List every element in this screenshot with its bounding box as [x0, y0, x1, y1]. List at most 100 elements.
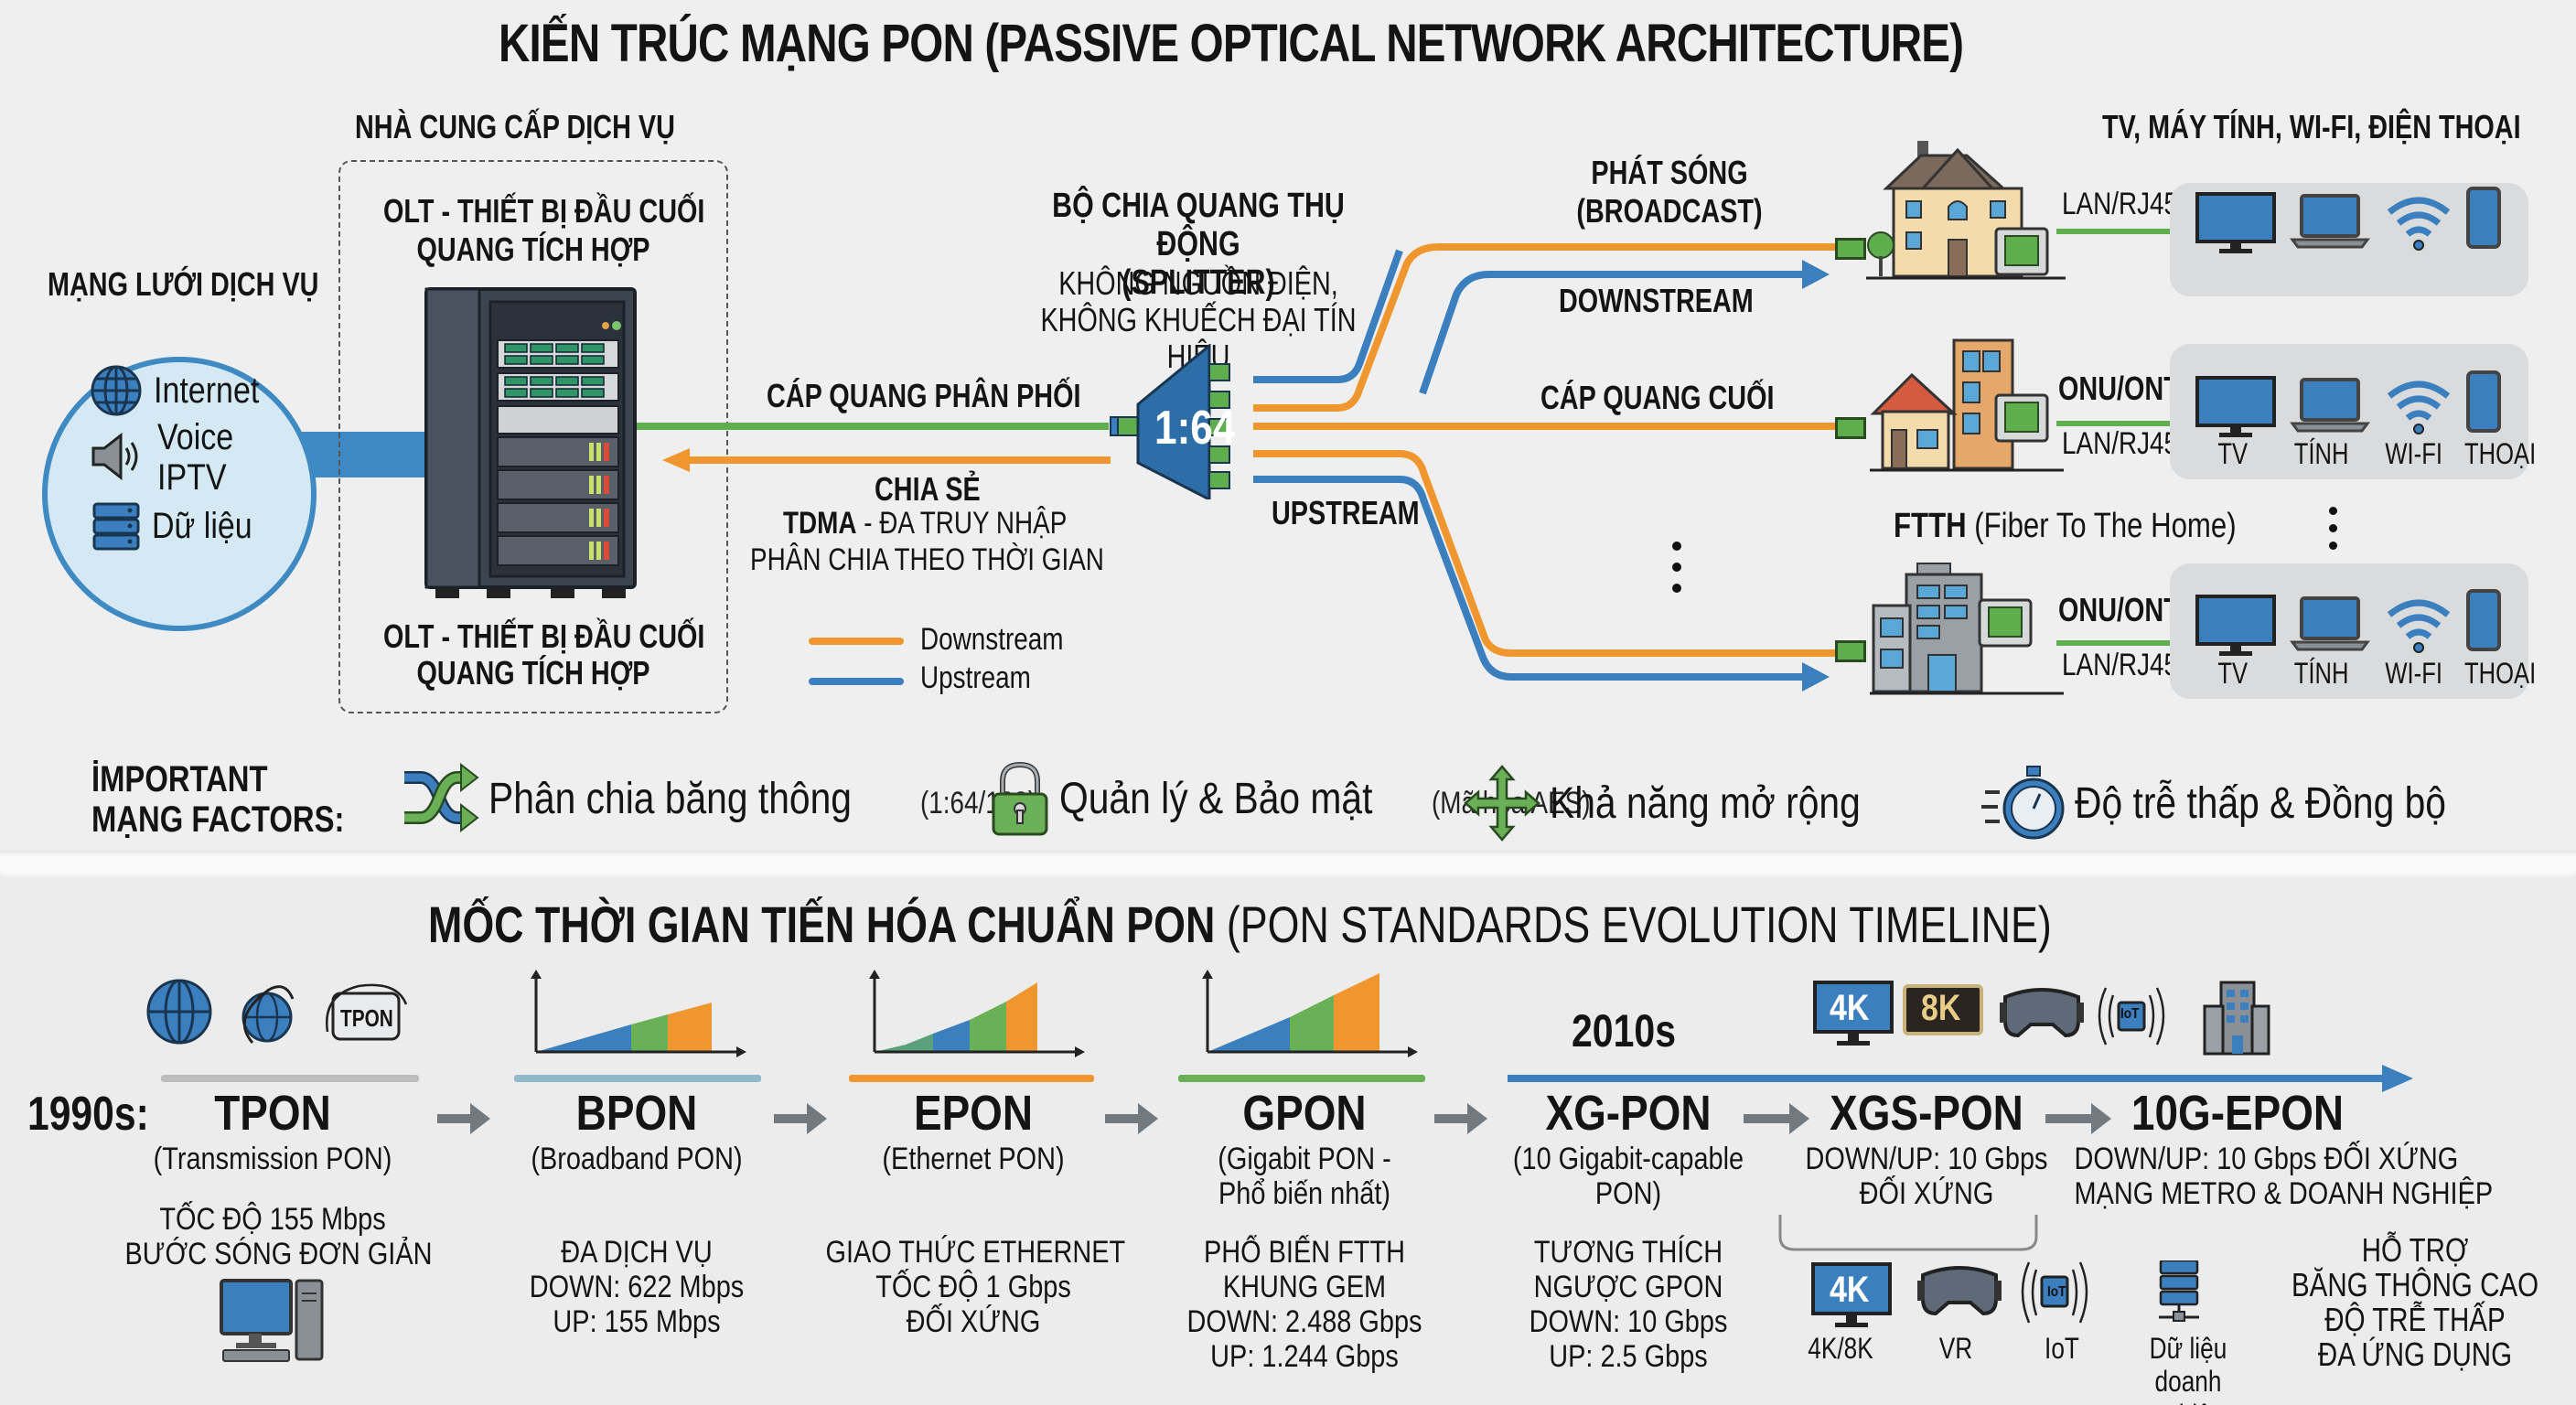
drop-cable-label: CÁP QUANG CUỐI [1540, 379, 1775, 416]
olt-title-line: QUANG TÍCH HỢP [416, 231, 650, 268]
tdma-desc-line2: PHÂN CHIA THEO THỜI GIAN [750, 542, 1104, 577]
device-labels: TV TÍNH WI-FI THOẠI [2192, 657, 2536, 691]
service-label: Voice [157, 417, 234, 457]
standard-desc: NGƯỢC GPON [1533, 1270, 1723, 1304]
distribution-fibers [1253, 243, 1841, 692]
timeline-title-english: (PON STANDARDS EVOLUTION TIMELINE) [1215, 896, 2052, 953]
growth-chart-epon [869, 970, 1085, 1057]
house-icon [1866, 141, 2066, 280]
phone-icon [2466, 187, 2501, 249]
standard-desc: DOWN: 10 Gbps [1529, 1304, 1728, 1339]
standard-subtitle: (Gigabit PON - [1218, 1142, 1391, 1176]
standard-subtitle: Phổ biến nhất) [1218, 1176, 1390, 1211]
tdma-desc: - ĐA TRUY NHẬP [856, 506, 1068, 541]
more-ellipsis [1672, 542, 1681, 596]
standard-subtitle: MẠNG METRO & DOANH NGHIỆP [2074, 1176, 2494, 1211]
server-icon [2159, 1260, 2199, 1322]
townhouse-icon [1870, 338, 2064, 472]
olt-title-line: QUANG TÍCH HỢP [416, 654, 650, 692]
tv-icon [2195, 595, 2276, 658]
badge-4k: 4K [1830, 988, 1870, 1028]
standard-desc: GIAO THỨC ETHERNET [825, 1235, 1126, 1270]
standard-subtitle: DOWN/UP: 10 Gbps ĐỐI XỨNG [2074, 1142, 2459, 1176]
application-icons-bottom [1811, 1260, 2199, 1327]
upstream-label: UPSTREAM [1272, 494, 1420, 531]
standard-subtitle: (Ethernet PON) [882, 1142, 1065, 1176]
downstream-label: DOWNSTREAM [1559, 282, 1754, 319]
standard-subtitle: ĐỐI XỨNG [1859, 1176, 1994, 1211]
era-2010s: 2010s [1572, 1005, 1677, 1056]
wifi-icon [2389, 200, 2448, 250]
lan-label: LAN/RJ45 [2062, 648, 2179, 682]
desktop-computer-icon [220, 1279, 324, 1362]
factor-latency: Độ trễ thấp & Đồng bộ [1980, 765, 2512, 842]
tv-icon [2195, 376, 2276, 439]
stopwatch-icon [1981, 766, 2065, 840]
standard-subtitle: DOWN/UP: 10 Gbps [1805, 1142, 2048, 1176]
support-text: HỖ TRỢ BĂNG THÔNG CAO ĐỘ TRỄ THẤP ĐA ỨNG… [2288, 1233, 2543, 1372]
era-bar-bpon [514, 1075, 761, 1082]
badge-4k: 4K [1830, 1270, 1870, 1310]
architecture-title: KIẾN TRÚC MẠNG PON (PASSIVE OPTICAL NETW… [499, 14, 1964, 73]
service-label: Internet [154, 370, 260, 411]
standard-desc: DOWN: 2.488 Gbps [1186, 1304, 1422, 1339]
standard-desc: TỐC ĐỘ 155 Mbps [159, 1202, 386, 1237]
era-bar-epon [849, 1075, 1094, 1082]
standard-desc: UP: 1.244 Gbps [1210, 1339, 1399, 1374]
support-line: ĐỘ TRỄ THẤP [2324, 1301, 2506, 1338]
broadcast-line: PHÁT SÓNG [1591, 154, 1748, 191]
iot-icon [2098, 987, 2165, 1046]
legend-label-upstream: Upstream [920, 660, 1031, 695]
support-line: ĐA ỨNG DỤNG [2317, 1335, 2513, 1373]
services-label: MẠNG LƯỚI DỊCH VỤ [48, 265, 319, 303]
section-divider [0, 851, 2576, 878]
8k-badge-icon [1903, 984, 1983, 1035]
upstream-return-arrow [662, 448, 1111, 472]
standard-name: BPON [575, 1086, 698, 1141]
standard-desc: UP: 155 Mbps [553, 1304, 721, 1339]
arrow-right-icon [437, 1103, 490, 1134]
legend-swatch-downstream [809, 638, 904, 645]
office-building-icon [1870, 563, 2064, 695]
phone-icon [2466, 589, 2501, 651]
4k-tv-icon [1811, 1262, 1892, 1327]
device-label: TÍNH [2294, 657, 2349, 690]
tpon-badge: TPON [340, 1004, 393, 1032]
laptop-icon [2291, 194, 2369, 249]
globe-icon [91, 365, 142, 416]
standard-subtitle: (Broadband PON) [531, 1142, 743, 1176]
badge-iot: IoT [2047, 1284, 2066, 1300]
service-data: Dữ liệu [91, 501, 270, 551]
application-label: Dữ liệu [2149, 1332, 2227, 1365]
wifi-icon [2389, 384, 2448, 434]
olt-title-line: OLT - THIẾT BỊ ĐẦU CUỐI [383, 192, 705, 230]
devices-header: TV, MÁY TÍNH, WI-FI, ĐIỆN THOẠI [2102, 108, 2521, 145]
shuffle-icon [404, 762, 479, 833]
standard-subtitle: PON) [1594, 1176, 1662, 1211]
standard-bpon: BPON (Broadband PON) ĐA DỊCH VỤ DOWN: 62… [463, 1085, 810, 1339]
splitter-title: BỘ CHIA QUANG THỤ ĐỘNG (SPLITTER) [1015, 187, 1381, 302]
device-label: TV [2217, 657, 2249, 690]
tpon-device-icon [325, 983, 408, 1041]
era-bar-gpon [1178, 1075, 1425, 1082]
database-icon [92, 502, 140, 551]
factor-scalability: Khả năng mở rộng [1464, 765, 1916, 842]
lan-link [2056, 421, 2174, 426]
service-voice-iptv: Voice IPTV [157, 417, 247, 498]
standard-name: TPON [214, 1086, 331, 1141]
fiber-upstream-top-a [1253, 249, 1403, 383]
tdma-acronym: TDMA [783, 506, 857, 541]
more-ellipsis [2329, 507, 2338, 552]
fiber-downstream-house1 [1253, 243, 1841, 412]
globe-icon [146, 979, 212, 1045]
factor-label: Phân chia băng thông [488, 774, 853, 823]
services-cloud [42, 357, 317, 631]
splitter-device [1110, 344, 1230, 499]
laptop-icon [2291, 378, 2369, 433]
timeline-title-main: MỐC THỜI GIAN TIẾN HÓA CHUẨN PON [428, 896, 1216, 953]
splitter-title-line: BỘ CHIA QUANG THỤ ĐỘNG [1052, 187, 1345, 263]
vr-headset-icon [1917, 1266, 2002, 1316]
standard-10g-epon: 10G-EPON DOWN/UP: 10 Gbps ĐỐI XỨNG MẠNG … [2045, 1085, 2494, 1211]
service-label: Dữ liệu [152, 505, 252, 546]
standard-name: XG-PON [1545, 1086, 1712, 1141]
